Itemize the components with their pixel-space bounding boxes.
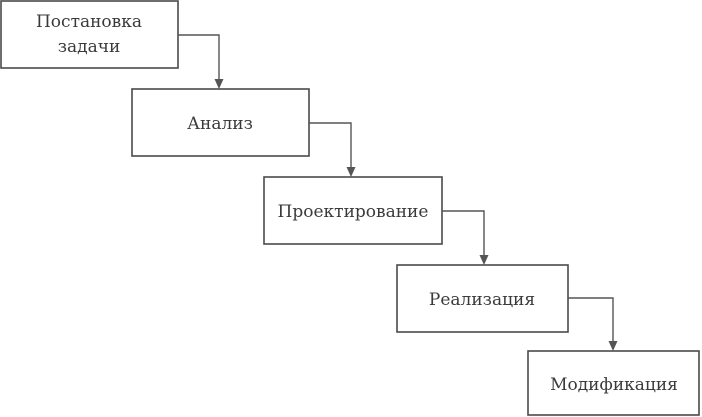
connector-analiz-proektirovanie [309, 122, 356, 177]
connector-postanovka-analiz [178, 34, 224, 89]
stage-box-modifikatsiya [527, 350, 700, 416]
stage-proektirovanie: Проектирование [263, 176, 443, 245]
stage-analiz: Анализ [131, 88, 310, 157]
connector-line-4 [568, 297, 614, 342]
stage-box-analiz [131, 88, 310, 157]
stage-postanovka: Постановка задачи [0, 0, 179, 69]
stage-box-postanovka [0, 0, 179, 69]
arrowhead-down-icon [479, 255, 489, 265]
stage-label-postanovka-line1: Постановка [36, 12, 142, 32]
stage-label-modifikatsiya: Модификация [550, 375, 678, 395]
connector-line-1 [178, 34, 220, 80]
connector-proektirovanie-realizatsiya [442, 210, 489, 265]
stage-label-realizatsiya: Реализация [429, 290, 535, 310]
stage-modifikatsiya: Модификация [527, 350, 700, 416]
connector-line-3 [442, 210, 485, 256]
stage-box-proektirovanie [263, 176, 443, 245]
arrowhead-down-icon [608, 341, 618, 351]
stage-realizatsiya: Реализация [396, 264, 569, 333]
stage-label-analiz: Анализ [187, 114, 253, 134]
arrowhead-down-icon [346, 167, 356, 177]
connector-realizatsiya-modifikatsiya [568, 297, 618, 351]
arrowhead-down-icon [214, 79, 224, 89]
stage-label-postanovka-line2: задачи [58, 37, 121, 57]
connector-line-2 [309, 122, 352, 168]
stage-label-proektirovanie: Проектирование [278, 202, 429, 222]
